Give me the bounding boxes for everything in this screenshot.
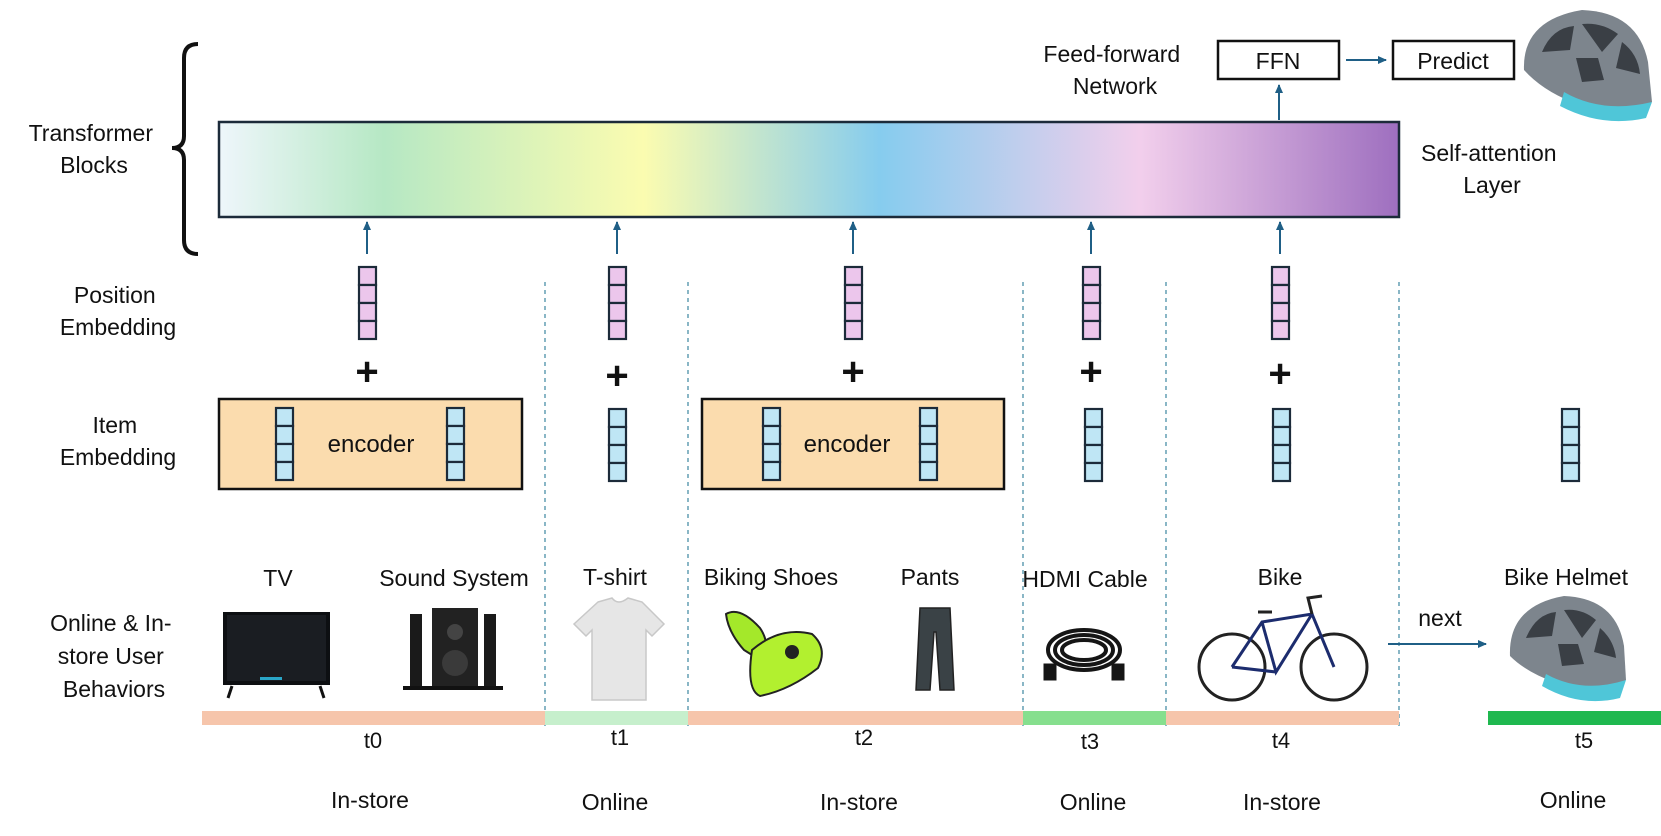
pants-icon	[915, 607, 955, 691]
encoder-item-cells	[274, 406, 939, 482]
channel-label-t1: Online	[582, 789, 648, 815]
timeline-bar-t2	[688, 711, 1023, 725]
channel-label-t2: In-store	[820, 789, 898, 815]
item-label-pants: Pants	[901, 564, 960, 590]
user-behaviors-label: Online & In- store User Behaviors	[50, 610, 178, 702]
item-embedding-sound-system	[445, 406, 466, 482]
item-label-tv: TV	[263, 565, 293, 591]
item-label-tshirt: T-shirt	[583, 564, 648, 590]
timeline-bar-t4	[1166, 711, 1399, 725]
timeline-bar-t3	[1023, 711, 1166, 725]
plus-sign: +	[1268, 352, 1291, 396]
channel-label-t3: Online	[1060, 789, 1126, 815]
timeline-bar-t1	[545, 711, 688, 725]
position-embedding-vector	[843, 265, 864, 341]
timeline-bar-t5	[1488, 711, 1661, 725]
item-label-bike: Bike	[1258, 564, 1303, 590]
embedding-columns: + + + + +	[355, 221, 1581, 483]
plus-sign: +	[355, 350, 378, 394]
bike-icon	[1197, 594, 1369, 702]
channel-label-t4: In-store	[1243, 789, 1321, 815]
biking-shoes-icon	[724, 610, 823, 698]
position-embedding-vector	[357, 265, 378, 341]
self-attention-bar	[217, 120, 1401, 219]
item-embedding-biking-shoes	[761, 406, 782, 482]
position-embedding-label: Position Embedding	[60, 282, 176, 340]
encoder-label-2: encoder	[804, 431, 891, 458]
encoder-box-1	[217, 397, 524, 491]
plus-sign: +	[605, 354, 628, 398]
transformer-brace	[171, 42, 199, 256]
tshirt-icon	[572, 597, 666, 701]
item-embedding-bike	[1271, 407, 1292, 483]
time-label-t0: t0	[364, 728, 382, 753]
predict-box	[1391, 39, 1516, 81]
predicted-helmet-icon	[1523, 10, 1652, 122]
channel-label-t5: Online	[1540, 787, 1606, 813]
ffn-box	[1216, 39, 1341, 81]
item-embedding-label: Item Embedding	[60, 412, 176, 470]
encoder-label-1: encoder	[328, 431, 415, 458]
time-label-t4: t4	[1272, 728, 1290, 753]
hdmi-cable-icon	[1043, 628, 1125, 681]
item-label-bike-helmet: Bike Helmet	[1504, 564, 1629, 590]
channel-label-t0: In-store	[331, 787, 409, 813]
encoder-box-2	[700, 397, 1006, 491]
position-embedding-vector	[1270, 265, 1291, 341]
item-label-sound-system: Sound System	[379, 565, 529, 591]
plus-sign: +	[1079, 350, 1102, 394]
predict-label: Predict	[1417, 48, 1489, 74]
item-embedding-bike-helmet	[1560, 407, 1581, 483]
time-label-t2: t2	[855, 725, 873, 750]
tv-icon	[223, 612, 330, 699]
feed-forward-label: Feed-forward Network	[1043, 41, 1186, 99]
plus-sign: +	[841, 350, 864, 394]
item-label-hdmi-cable: HDMI Cable	[1022, 566, 1147, 592]
time-label-t3: t3	[1081, 729, 1099, 754]
item-embedding-pants	[918, 406, 939, 482]
sound-system-icon	[403, 608, 503, 690]
bike-helmet-icon	[1509, 596, 1626, 702]
time-label-t1: t1	[611, 725, 629, 750]
item-label-biking-shoes: Biking Shoes	[704, 564, 838, 590]
timeline-bar-t0	[202, 711, 545, 725]
time-separators	[544, 282, 1400, 728]
position-embedding-vector	[1081, 265, 1102, 341]
next-label: next	[1418, 605, 1462, 631]
time-label-t5: t5	[1575, 728, 1593, 753]
item-embedding-tshirt	[607, 407, 628, 483]
position-embedding-vector	[607, 265, 628, 341]
item-embedding-tv	[274, 406, 295, 482]
self-attention-label: Self-attention Layer	[1421, 140, 1563, 198]
ffn-label: FFN	[1256, 48, 1301, 74]
transformer-blocks-label: Transformer Blocks	[29, 120, 160, 178]
item-embedding-hdmi-cable	[1083, 407, 1104, 483]
